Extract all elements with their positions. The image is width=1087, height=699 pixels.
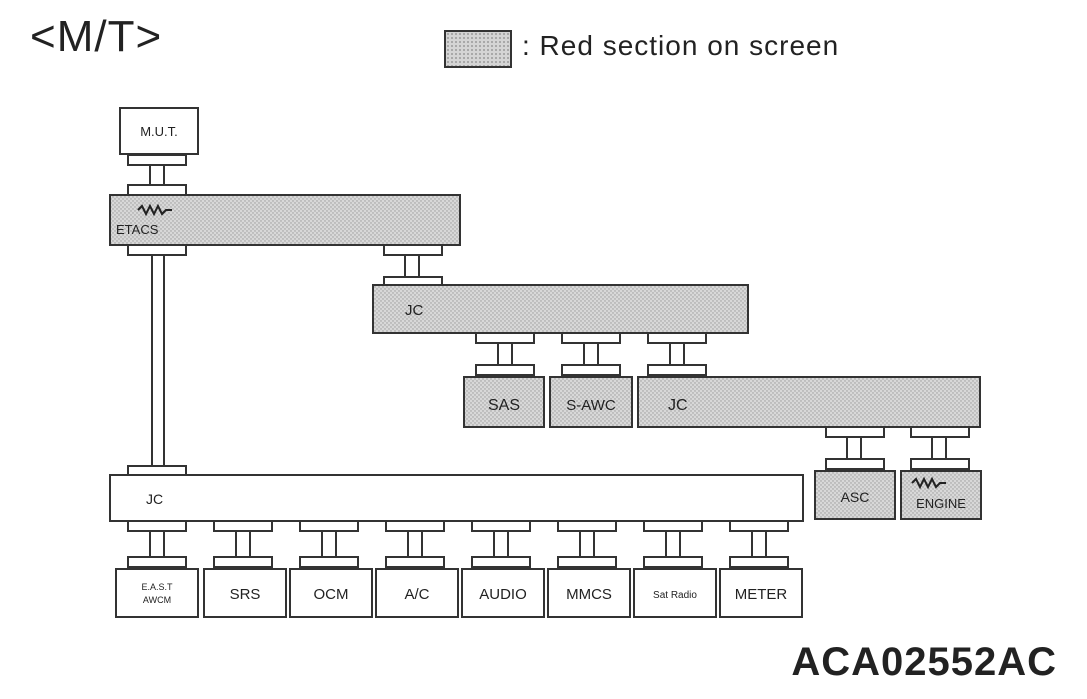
label-east-line1: E.A.S.T bbox=[141, 582, 173, 592]
node-jc-upper bbox=[372, 284, 749, 334]
node-jc-mid bbox=[637, 376, 981, 428]
connector-mut-bottom bbox=[127, 154, 187, 166]
connector-etacs-top bbox=[127, 184, 187, 196]
node-meter bbox=[719, 568, 803, 618]
legend-text: : Red section on screen bbox=[522, 30, 840, 61]
label-jc-mid: JC bbox=[668, 397, 688, 414]
node-audio bbox=[461, 568, 545, 618]
stem-etacs-jc-upper bbox=[404, 254, 420, 278]
node-engine bbox=[900, 470, 982, 520]
label-jc-upper: JC bbox=[405, 302, 424, 319]
label-audio: AUDIO bbox=[479, 586, 527, 603]
node-sawc bbox=[549, 376, 633, 428]
node-mmcs bbox=[547, 568, 631, 618]
label-sas: SAS bbox=[488, 397, 520, 414]
label-etacs: ETACS bbox=[116, 222, 159, 237]
bus-etacs-jc-lower bbox=[151, 249, 165, 469]
label-meter: METER bbox=[735, 586, 788, 603]
node-ac bbox=[375, 568, 459, 618]
label-engine: ENGINE bbox=[916, 496, 966, 511]
resistor-icon bbox=[137, 203, 172, 217]
connector-etacs-bottom bbox=[127, 244, 187, 256]
label-mut: M.U.T. bbox=[140, 124, 178, 139]
label-ac: A/C bbox=[404, 586, 429, 603]
legend-swatch bbox=[444, 30, 512, 68]
jc-upper-drops bbox=[475, 332, 707, 376]
node-srs bbox=[203, 568, 287, 618]
stem-mut-etacs bbox=[149, 164, 165, 186]
label-ocm: OCM bbox=[314, 586, 349, 603]
jc-lower-drops bbox=[127, 520, 789, 568]
node-sat-radio bbox=[633, 568, 717, 618]
jc-mid-drops bbox=[825, 426, 970, 470]
node-etacs bbox=[109, 194, 461, 246]
label-sat-radio: Sat Radio bbox=[653, 590, 697, 601]
label-srs: SRS bbox=[230, 586, 261, 603]
node-ocm bbox=[289, 568, 373, 618]
node-asc bbox=[814, 470, 896, 520]
figure-code: ACA02552AC bbox=[791, 640, 1057, 684]
connector-etacs-right bbox=[383, 244, 443, 256]
label-asc: ASC bbox=[841, 489, 870, 505]
resistor-icon bbox=[911, 476, 946, 490]
label-sawc: S-AWC bbox=[566, 397, 616, 414]
node-sas bbox=[463, 376, 545, 428]
label-mmcs: MMCS bbox=[566, 586, 612, 603]
node-jc-lower bbox=[109, 474, 804, 522]
label-jc-lower: JC bbox=[146, 491, 163, 507]
label-east-line2: AWCM bbox=[143, 595, 171, 605]
diagram-title: <M/T> bbox=[30, 12, 163, 61]
node-east-awcm bbox=[115, 568, 199, 618]
